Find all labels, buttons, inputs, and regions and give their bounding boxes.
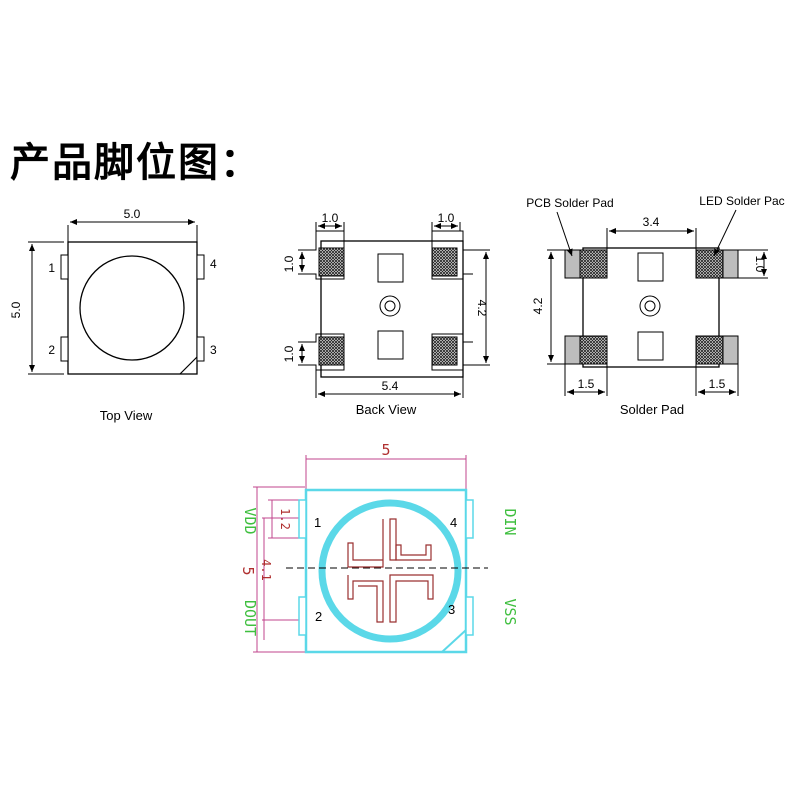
- solder-pad-height-label: 1.0: [753, 256, 767, 273]
- pinout-pin-2: 2: [315, 609, 322, 624]
- pad-bottom-right: [431, 336, 458, 366]
- led-pad-top-right: [695, 249, 724, 279]
- back-height-label: 4.2: [475, 300, 489, 317]
- center-hole-inner: [384, 300, 396, 312]
- back-pad-height-upper: 1.0: [282, 255, 296, 272]
- signal-vdd: VDD: [241, 507, 259, 534]
- pin-2: [60, 336, 69, 362]
- solder-center-inner: [644, 300, 656, 312]
- led-pad-bottom-left: [579, 335, 608, 365]
- led-pad-top-left: [579, 249, 608, 279]
- pin-4: [196, 254, 205, 280]
- solder-height-label: 4.2: [531, 297, 545, 314]
- back-view-caption: Back View: [356, 402, 417, 417]
- solder-pad-width-left: 1.5: [578, 377, 595, 391]
- back-pad-width-left: 1.0: [322, 211, 339, 225]
- signal-vss: VSS: [501, 598, 519, 625]
- solder-inner-bottom: [637, 331, 664, 361]
- die-traces: [347, 518, 434, 623]
- pinout-pad-2: [298, 596, 307, 636]
- solder-pad-view: PCB Solder Pad LED Solder Pac 3.4 4.2 1.…: [526, 194, 784, 417]
- pin-4-label: 4: [210, 257, 217, 271]
- top-view: 5.0 5.0 1 2 3 4 Top View: [9, 207, 217, 423]
- solder-pad-width-right: 1.5: [709, 377, 726, 391]
- pinout-pad-label: 1.2: [278, 508, 292, 530]
- pinout-height-label: 5: [239, 566, 257, 575]
- corner-chamfer: [179, 356, 198, 375]
- pinout-pin-3: 3: [448, 602, 455, 617]
- led-leader-line: [713, 209, 737, 257]
- pad-bottom-left: [318, 336, 345, 366]
- solder-pad-caption: Solder Pad: [620, 402, 684, 417]
- pinout-view: 5 5 1.2 4.1 1 2 3: [239, 441, 519, 654]
- pcb-leader-line: [556, 211, 573, 257]
- pinout-pin-1: 1: [314, 515, 321, 530]
- signal-din: DIN: [501, 508, 519, 535]
- pinout-pad-3: [465, 596, 474, 636]
- led-pad-bottom-right: [695, 335, 724, 365]
- top-view-width-label: 5.0: [124, 207, 141, 221]
- lens-circle: [79, 255, 185, 361]
- solder-inner-top: [637, 252, 664, 282]
- top-view-height-label: 5.0: [9, 301, 23, 318]
- page-title: 产品脚位图：: [10, 140, 262, 186]
- pin-2-label: 2: [48, 343, 55, 357]
- pin-1-label: 1: [48, 261, 55, 275]
- pinout-pad-4: [465, 499, 474, 539]
- pinout-width-label: 5: [381, 441, 390, 459]
- pcb-pad-top-right: [721, 249, 739, 279]
- pinout-lens: [318, 499, 462, 643]
- pinout-pin-4: 4: [450, 515, 457, 530]
- pcb-pad-top-left: [564, 249, 582, 279]
- top-view-caption: Top View: [100, 408, 153, 423]
- led-solder-pad-label: LED Solder Pac: [699, 194, 784, 208]
- pinout-pad-1: [298, 499, 307, 539]
- signal-dout: DOUT: [241, 600, 259, 636]
- pin-3: [196, 336, 205, 362]
- inner-pad-top: [377, 253, 404, 283]
- back-pad-width-right: 1.0: [438, 211, 455, 225]
- back-width-label: 5.4: [382, 379, 399, 393]
- pin-1: [60, 254, 69, 280]
- solder-width-label: 3.4: [643, 215, 660, 229]
- pcb-pad-bottom-left: [564, 335, 582, 365]
- pad-top-right: [431, 247, 458, 277]
- pinout-body: [304, 488, 468, 654]
- back-pad-height-lower: 1.0: [282, 345, 296, 362]
- inner-pad-bottom: [377, 330, 404, 360]
- pinout-chamfer: [441, 629, 467, 653]
- pinout-pitch-label: 4.1: [259, 559, 273, 581]
- back-view: 1.0 1.0 1.0 1.0 4.2 5.4 Back View: [282, 211, 490, 417]
- pin-3-label: 3: [210, 343, 217, 357]
- pcb-pad-bottom-right: [721, 335, 739, 365]
- pad-top-left: [318, 247, 345, 277]
- pcb-solder-pad-label: PCB Solder Pad: [526, 196, 613, 210]
